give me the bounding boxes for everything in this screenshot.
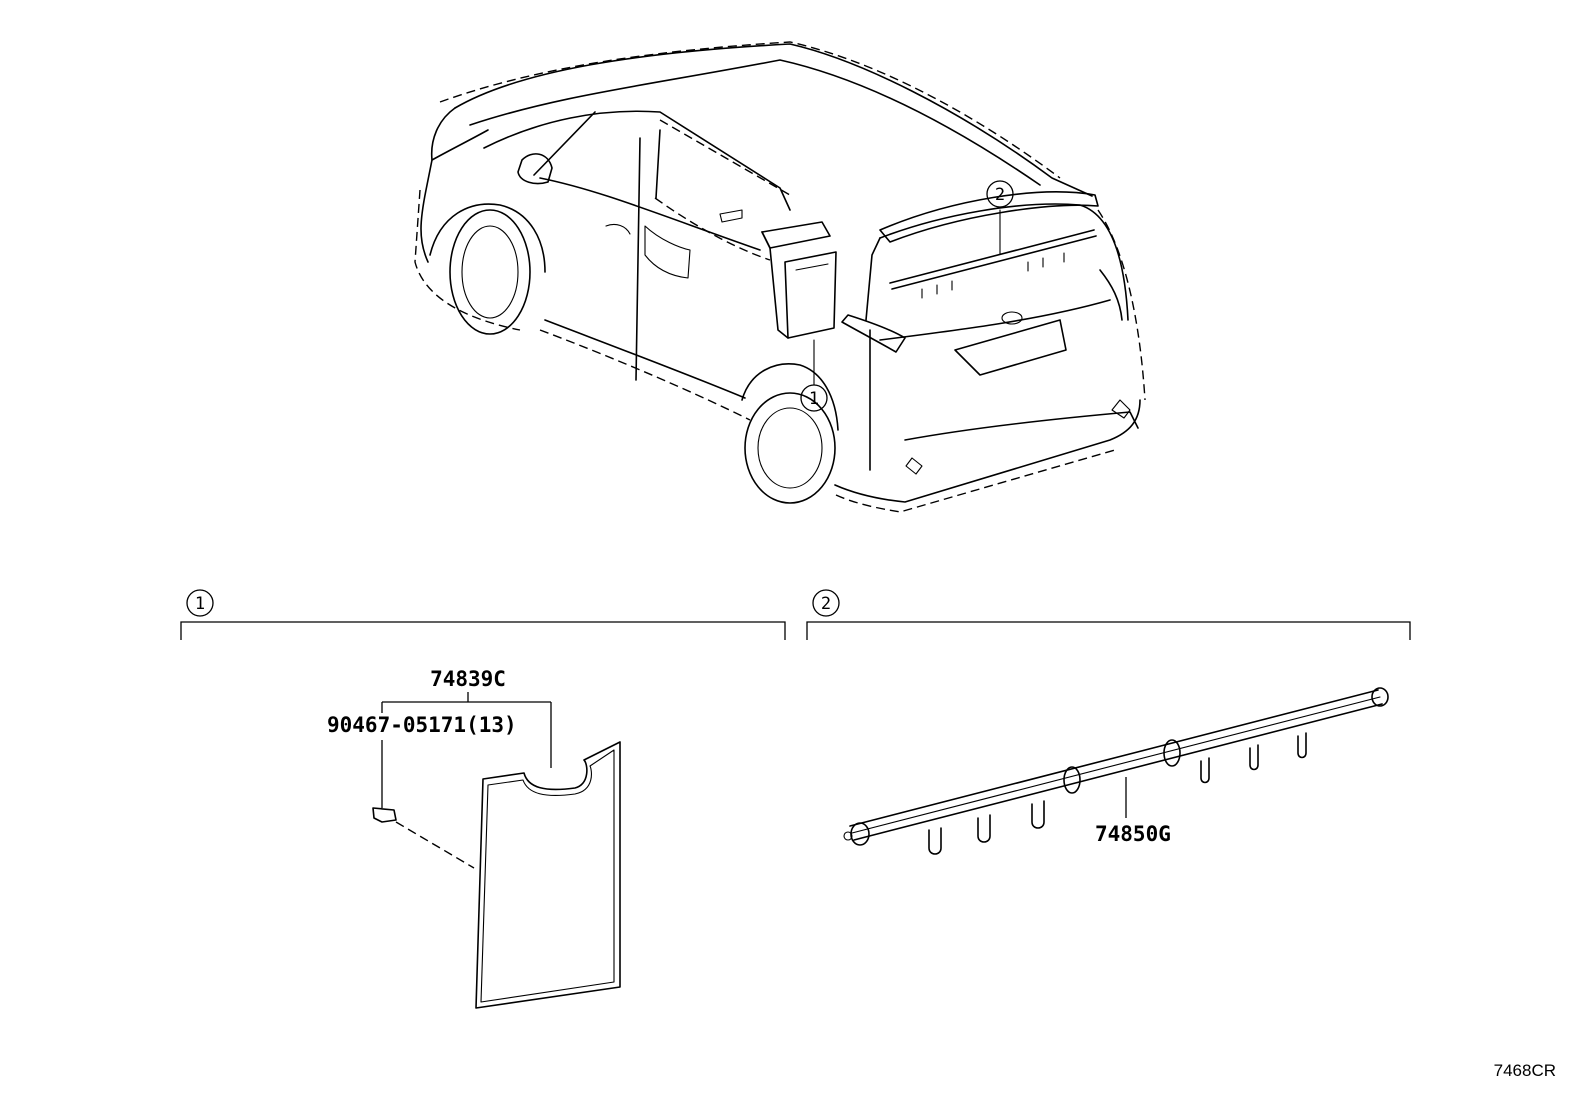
clip-phantom-line xyxy=(395,821,475,869)
callout-marker-2-vehicle: 2 xyxy=(986,180,1014,208)
vehicle-callout-leaders xyxy=(813,209,1001,386)
curtain-rail-part xyxy=(843,687,1389,855)
section-2-number: 2 xyxy=(821,594,831,614)
part-label-74839c: 74839C xyxy=(430,667,506,691)
section-1-bracket xyxy=(180,621,786,640)
diagram-code: 7468CR xyxy=(1494,1061,1556,1080)
clip-part xyxy=(372,807,397,823)
callout-number: 1 xyxy=(809,389,819,409)
part-74839c-leader xyxy=(381,692,552,768)
callout-marker-2 xyxy=(812,589,840,617)
vehicle-illustration xyxy=(414,41,1146,513)
callout-number: 2 xyxy=(995,185,1005,205)
part-label-clip: 90467-05171(13) xyxy=(327,713,517,737)
section-2-group: 2 74850G xyxy=(806,589,1411,855)
callout-marker-1 xyxy=(186,589,214,617)
section-1-group: 1 74839C 90467-05171(13) xyxy=(180,589,786,1009)
curtain-panel-part xyxy=(475,741,621,1009)
callout-marker-1-vehicle: 1 xyxy=(800,384,828,412)
section-1-number: 1 xyxy=(195,594,205,614)
section-2-bracket xyxy=(806,621,1411,640)
part-label-74850g: 74850G xyxy=(1095,822,1171,846)
